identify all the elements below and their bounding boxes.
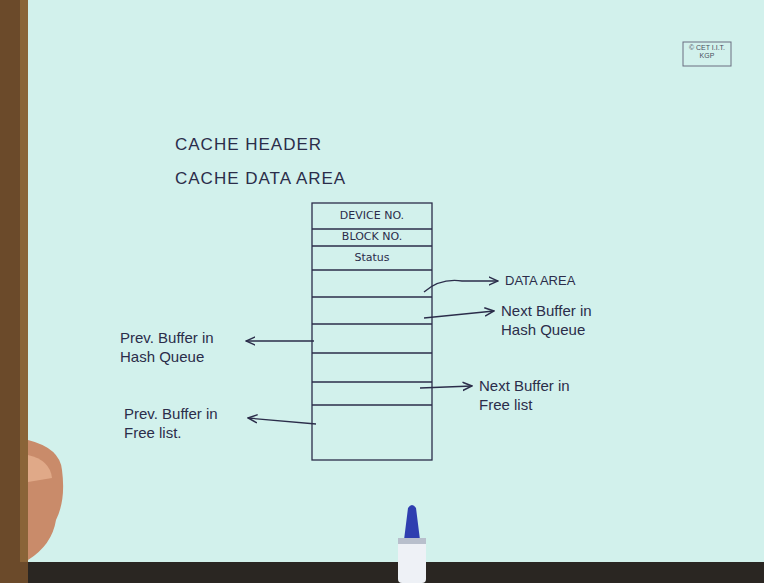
leader-arrows	[246, 280, 498, 424]
table-cell: DEVICE NO.	[312, 203, 432, 229]
field-label-holder: DATA AREA	[505, 273, 575, 289]
paper	[28, 0, 764, 562]
pointer-label-holder: Next Buffer in Hash Queue	[501, 302, 621, 340]
table-cell: Status	[312, 246, 432, 270]
pointer-label: Next Buffer in Free list	[479, 377, 599, 415]
hand-highlight	[28, 455, 52, 482]
cell-label: DEVICE NO.	[340, 210, 404, 222]
heading-holder: CACHE HEADER	[175, 134, 322, 155]
heading: CACHE HEADER	[175, 134, 322, 155]
pen-ring	[398, 538, 426, 544]
cell-label: Status	[354, 252, 389, 264]
table-cell: BLOCK NO.	[312, 229, 432, 246]
subheading-holder: CACHE DATA AREA	[175, 168, 346, 189]
hand	[28, 440, 63, 560]
pointer-label: Prev. Buffer in Free list.	[124, 405, 240, 443]
pen-tip	[404, 505, 420, 540]
watermark-holder: © CET I.I.T. KGP	[685, 44, 729, 60]
wood-frame	[0, 0, 28, 583]
watermark: © CET I.I.T. KGP	[685, 44, 729, 60]
pointer-label: Next Buffer in Hash Queue	[501, 302, 621, 340]
pointer-label: Prev. Buffer in Hash Queue	[120, 329, 240, 367]
pointer-label-holder: Prev. Buffer in Free list.	[124, 405, 240, 443]
subheading: CACHE DATA AREA	[175, 168, 346, 189]
buffer-table	[312, 203, 432, 460]
field-label: DATA AREA	[505, 273, 575, 289]
cell-label: BLOCK NO.	[342, 231, 402, 243]
wood-edge	[20, 0, 28, 562]
watermark-box	[683, 42, 731, 66]
pen-body	[398, 538, 426, 583]
pointer-label-holder: Prev. Buffer in Hash Queue	[120, 329, 240, 367]
pointer-label-holder: Next Buffer in Free list	[479, 377, 599, 415]
